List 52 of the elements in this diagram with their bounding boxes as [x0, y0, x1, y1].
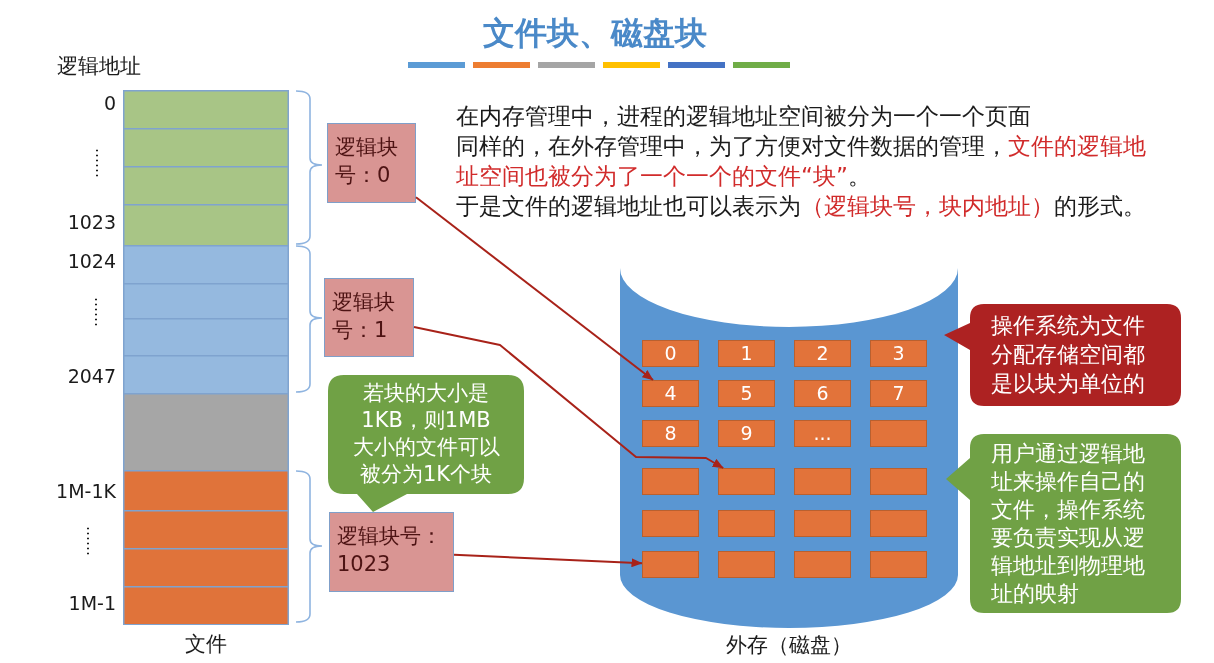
disk-block: 7 [870, 380, 927, 407]
disk-block [794, 551, 851, 578]
vertical-ellipsis: …… [91, 297, 107, 327]
address-label: 0 [103, 91, 116, 115]
disk-block: 5 [718, 380, 775, 407]
disk-block [642, 551, 699, 578]
arrow [453, 553, 643, 568]
disk-block: 8 [642, 420, 699, 447]
file-caption: 文件 [185, 631, 227, 657]
address-label: 2047 [67, 364, 116, 388]
vertical-ellipsis: …… [83, 526, 99, 556]
vertical-ellipsis: …… [92, 148, 108, 178]
paragraph: 于是文件的逻辑地址也可以表示为（逻辑块号，块内地址）的形式。 [456, 192, 1146, 221]
disk-block [718, 468, 775, 495]
speech-bubble [328, 375, 524, 512]
disk-block [642, 468, 699, 495]
address-label: 1024 [67, 249, 116, 273]
disk-block [718, 551, 775, 578]
disk-block [870, 551, 927, 578]
disk-block: 0 [642, 340, 699, 367]
arrow [415, 196, 654, 381]
disk-block [794, 510, 851, 537]
disk-block: ... [794, 420, 851, 447]
callout-text: 若块的大小是1KB，则1MB大小的文件可以被分为1K个块 [351, 380, 501, 488]
disk-block: 2 [794, 340, 851, 367]
block-number-box: 逻辑块号：0 [327, 123, 416, 203]
title: 文件块、磁盘块 [483, 13, 707, 54]
address-label: 1M-1K [56, 479, 116, 503]
disk-block [870, 510, 927, 537]
disk-block: 4 [642, 380, 699, 407]
paragraph: 在内存管理中，进程的逻辑地址空间被分为一个一个页面 [456, 102, 1031, 131]
callout-text: 操作系统为文件分配存储空间都是以块为单位的 [991, 312, 1146, 398]
column-heading: 逻辑地址 [57, 53, 141, 80]
speech-bubble [944, 304, 1181, 406]
disk-block [870, 468, 927, 495]
block-number-box: 逻辑块号：1 [324, 278, 414, 357]
disk-block [870, 420, 927, 447]
disk-block: 9 [718, 420, 775, 447]
paragraph: 同样的，在外存管理中，为了方便对文件数据的管理，文件的逻辑地址空间也被分为了一个一个的文件“块”。 [456, 132, 1147, 191]
disk-block: 6 [794, 380, 851, 407]
speech-bubble [946, 434, 1181, 613]
address-label: 1M-1 [68, 591, 116, 615]
disk-caption: 外存（磁盘） [726, 632, 852, 658]
callout-text: 用户通过逻辑地址来操作自己的文件，操作系统要负责实现从逻辑地址到物理地址的映射 [991, 440, 1146, 608]
block-number-box: 逻辑块号：1023 [329, 512, 454, 592]
disk-block: 3 [870, 340, 927, 367]
disk-block [794, 468, 851, 495]
address-label: 1023 [67, 210, 116, 234]
disk-block [718, 510, 775, 537]
disk-block [642, 510, 699, 537]
disk-block: 1 [718, 340, 775, 367]
arrow [413, 325, 725, 469]
